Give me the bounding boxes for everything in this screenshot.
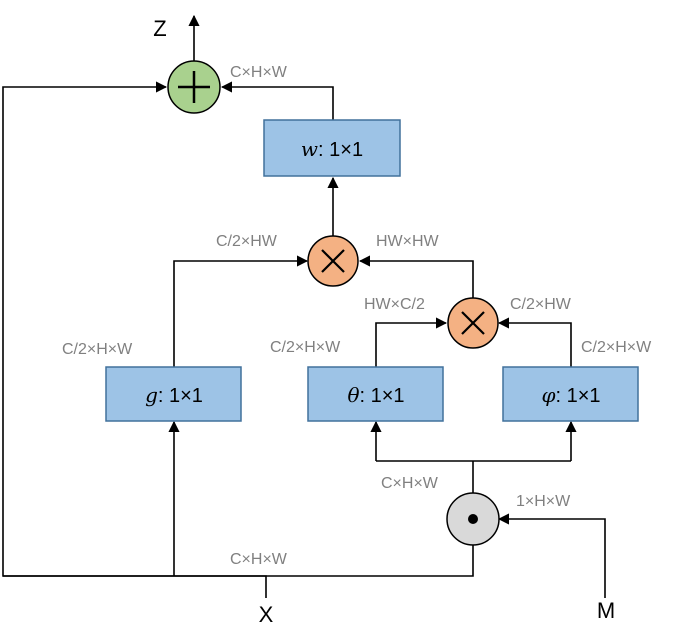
inner-mul-to-mul-arrow [358, 255, 474, 298]
x-to-dot-wire [3, 545, 474, 577]
g-kernel-label: : 1×1 [158, 385, 203, 407]
dim-phi-out: C/2×H×W [581, 339, 652, 356]
g-to-mul-arrow [173, 255, 309, 367]
dim-g-out: C/2×H×W [62, 341, 133, 358]
g-conv-block: g: 1×1 [105, 366, 242, 422]
w-kernel-label: : 1×1 [318, 139, 363, 161]
output-z-label: Z [153, 16, 166, 41]
svg-text:φ: 1×1: φ: 1×1 [541, 383, 600, 407]
dot-product-node [446, 492, 500, 546]
dim-mul-top-left: C/2×HW [216, 233, 278, 250]
dim-mul-inner-left: HW×C/2 [364, 296, 425, 313]
w-symbol: w [301, 137, 318, 161]
dim-m-in: 1×H×W [516, 493, 571, 510]
svg-text:g: 1×1: g: 1×1 [145, 383, 203, 407]
dim-add-in: C×H×W [230, 64, 288, 81]
matmul-node-top [307, 235, 359, 287]
theta-kernel-label: : 1×1 [360, 385, 405, 407]
theta-to-inner-mul-arrow [375, 317, 448, 367]
dim-mul-top-right: HW×HW [376, 233, 440, 250]
dim-mul-inner-right: C/2×HW [510, 296, 572, 313]
g-symbol: g [145, 383, 158, 407]
m-to-dot-arrow [497, 513, 606, 598]
dim-theta-out: C/2×H×W [270, 339, 341, 356]
input-m-label: M [597, 598, 615, 623]
dim-x-bottom: C×H×W [230, 551, 288, 568]
residual-arrow [2, 81, 267, 598]
theta-symbol: θ [347, 383, 359, 407]
phi-symbol: φ [541, 383, 555, 407]
svg-text:w: 1×1: w: 1×1 [301, 137, 363, 161]
matmul-node-inner [447, 297, 499, 349]
dim-dot-out: C×H×W [381, 475, 439, 492]
add-node [167, 60, 221, 114]
theta-conv-block: θ: 1×1 [307, 366, 444, 422]
phi-to-inner-mul-arrow [497, 317, 572, 367]
phi-conv-block: φ: 1×1 [502, 366, 639, 422]
input-x-label: X [259, 602, 274, 627]
svg-text:θ: 1×1: θ: 1×1 [347, 383, 404, 407]
w-to-add-arrow [220, 81, 334, 120]
phi-kernel-label: : 1×1 [555, 385, 600, 407]
w-conv-block: w: 1×1 [263, 119, 401, 177]
